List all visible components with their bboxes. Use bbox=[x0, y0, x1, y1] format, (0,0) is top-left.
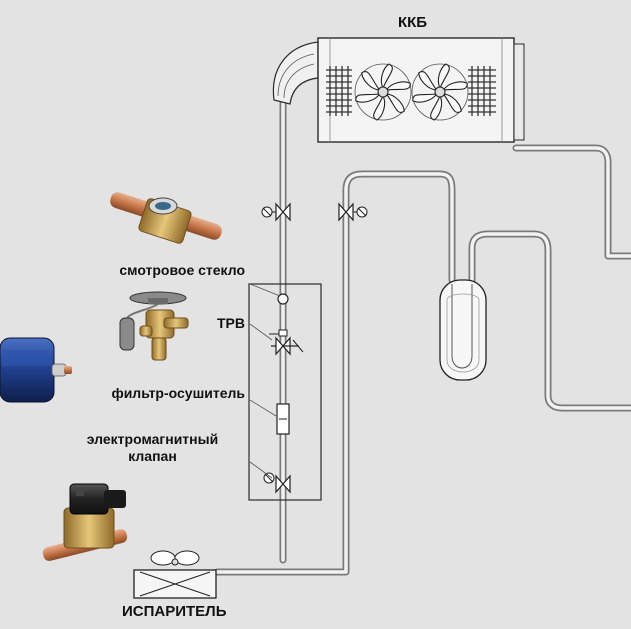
leader-lines bbox=[249, 283, 281, 479]
condenser-unit bbox=[272, 37, 525, 143]
filter-drier-symbol bbox=[276, 403, 290, 435]
txv-label: ТРВ bbox=[217, 315, 245, 331]
service-valve-suction bbox=[338, 202, 368, 222]
evaporator-label: ИСПАРИТЕЛЬ bbox=[122, 603, 227, 620]
solenoid-label-line1: электромагнитный bbox=[86, 431, 219, 447]
service-valve-liquid bbox=[261, 202, 291, 222]
condenser-body bbox=[317, 37, 515, 143]
condenser-fan-left bbox=[354, 63, 412, 121]
evaporator-unit bbox=[133, 550, 217, 599]
sight-glass-label: смотровое стекло bbox=[119, 262, 245, 278]
txv-symbol bbox=[269, 329, 304, 356]
condenser-label: ККБ bbox=[398, 14, 428, 31]
solenoid-valve-illustration bbox=[42, 483, 128, 561]
condenser-grille-left bbox=[326, 66, 352, 116]
liquid-receiver bbox=[439, 279, 487, 381]
solenoid-label-line2: клапан bbox=[128, 448, 177, 464]
condenser-fan-right bbox=[411, 63, 469, 121]
filter-drier-label: фильтр-осушитель bbox=[111, 385, 245, 401]
solenoid-valve-symbol bbox=[263, 472, 291, 494]
condenser-inlet-horn bbox=[272, 41, 319, 105]
txv-illustration bbox=[119, 291, 189, 361]
component-box bbox=[248, 283, 322, 501]
condenser-outlet-pipe bbox=[512, 144, 631, 260]
condenser-grille-right bbox=[468, 66, 496, 116]
receiver-outlet-pipe bbox=[468, 230, 631, 412]
filter-drier-illustration bbox=[0, 337, 72, 403]
sight-glass-symbol bbox=[277, 293, 289, 305]
suction-line-pipe bbox=[213, 170, 456, 576]
sight-glass-illustration bbox=[110, 192, 222, 244]
